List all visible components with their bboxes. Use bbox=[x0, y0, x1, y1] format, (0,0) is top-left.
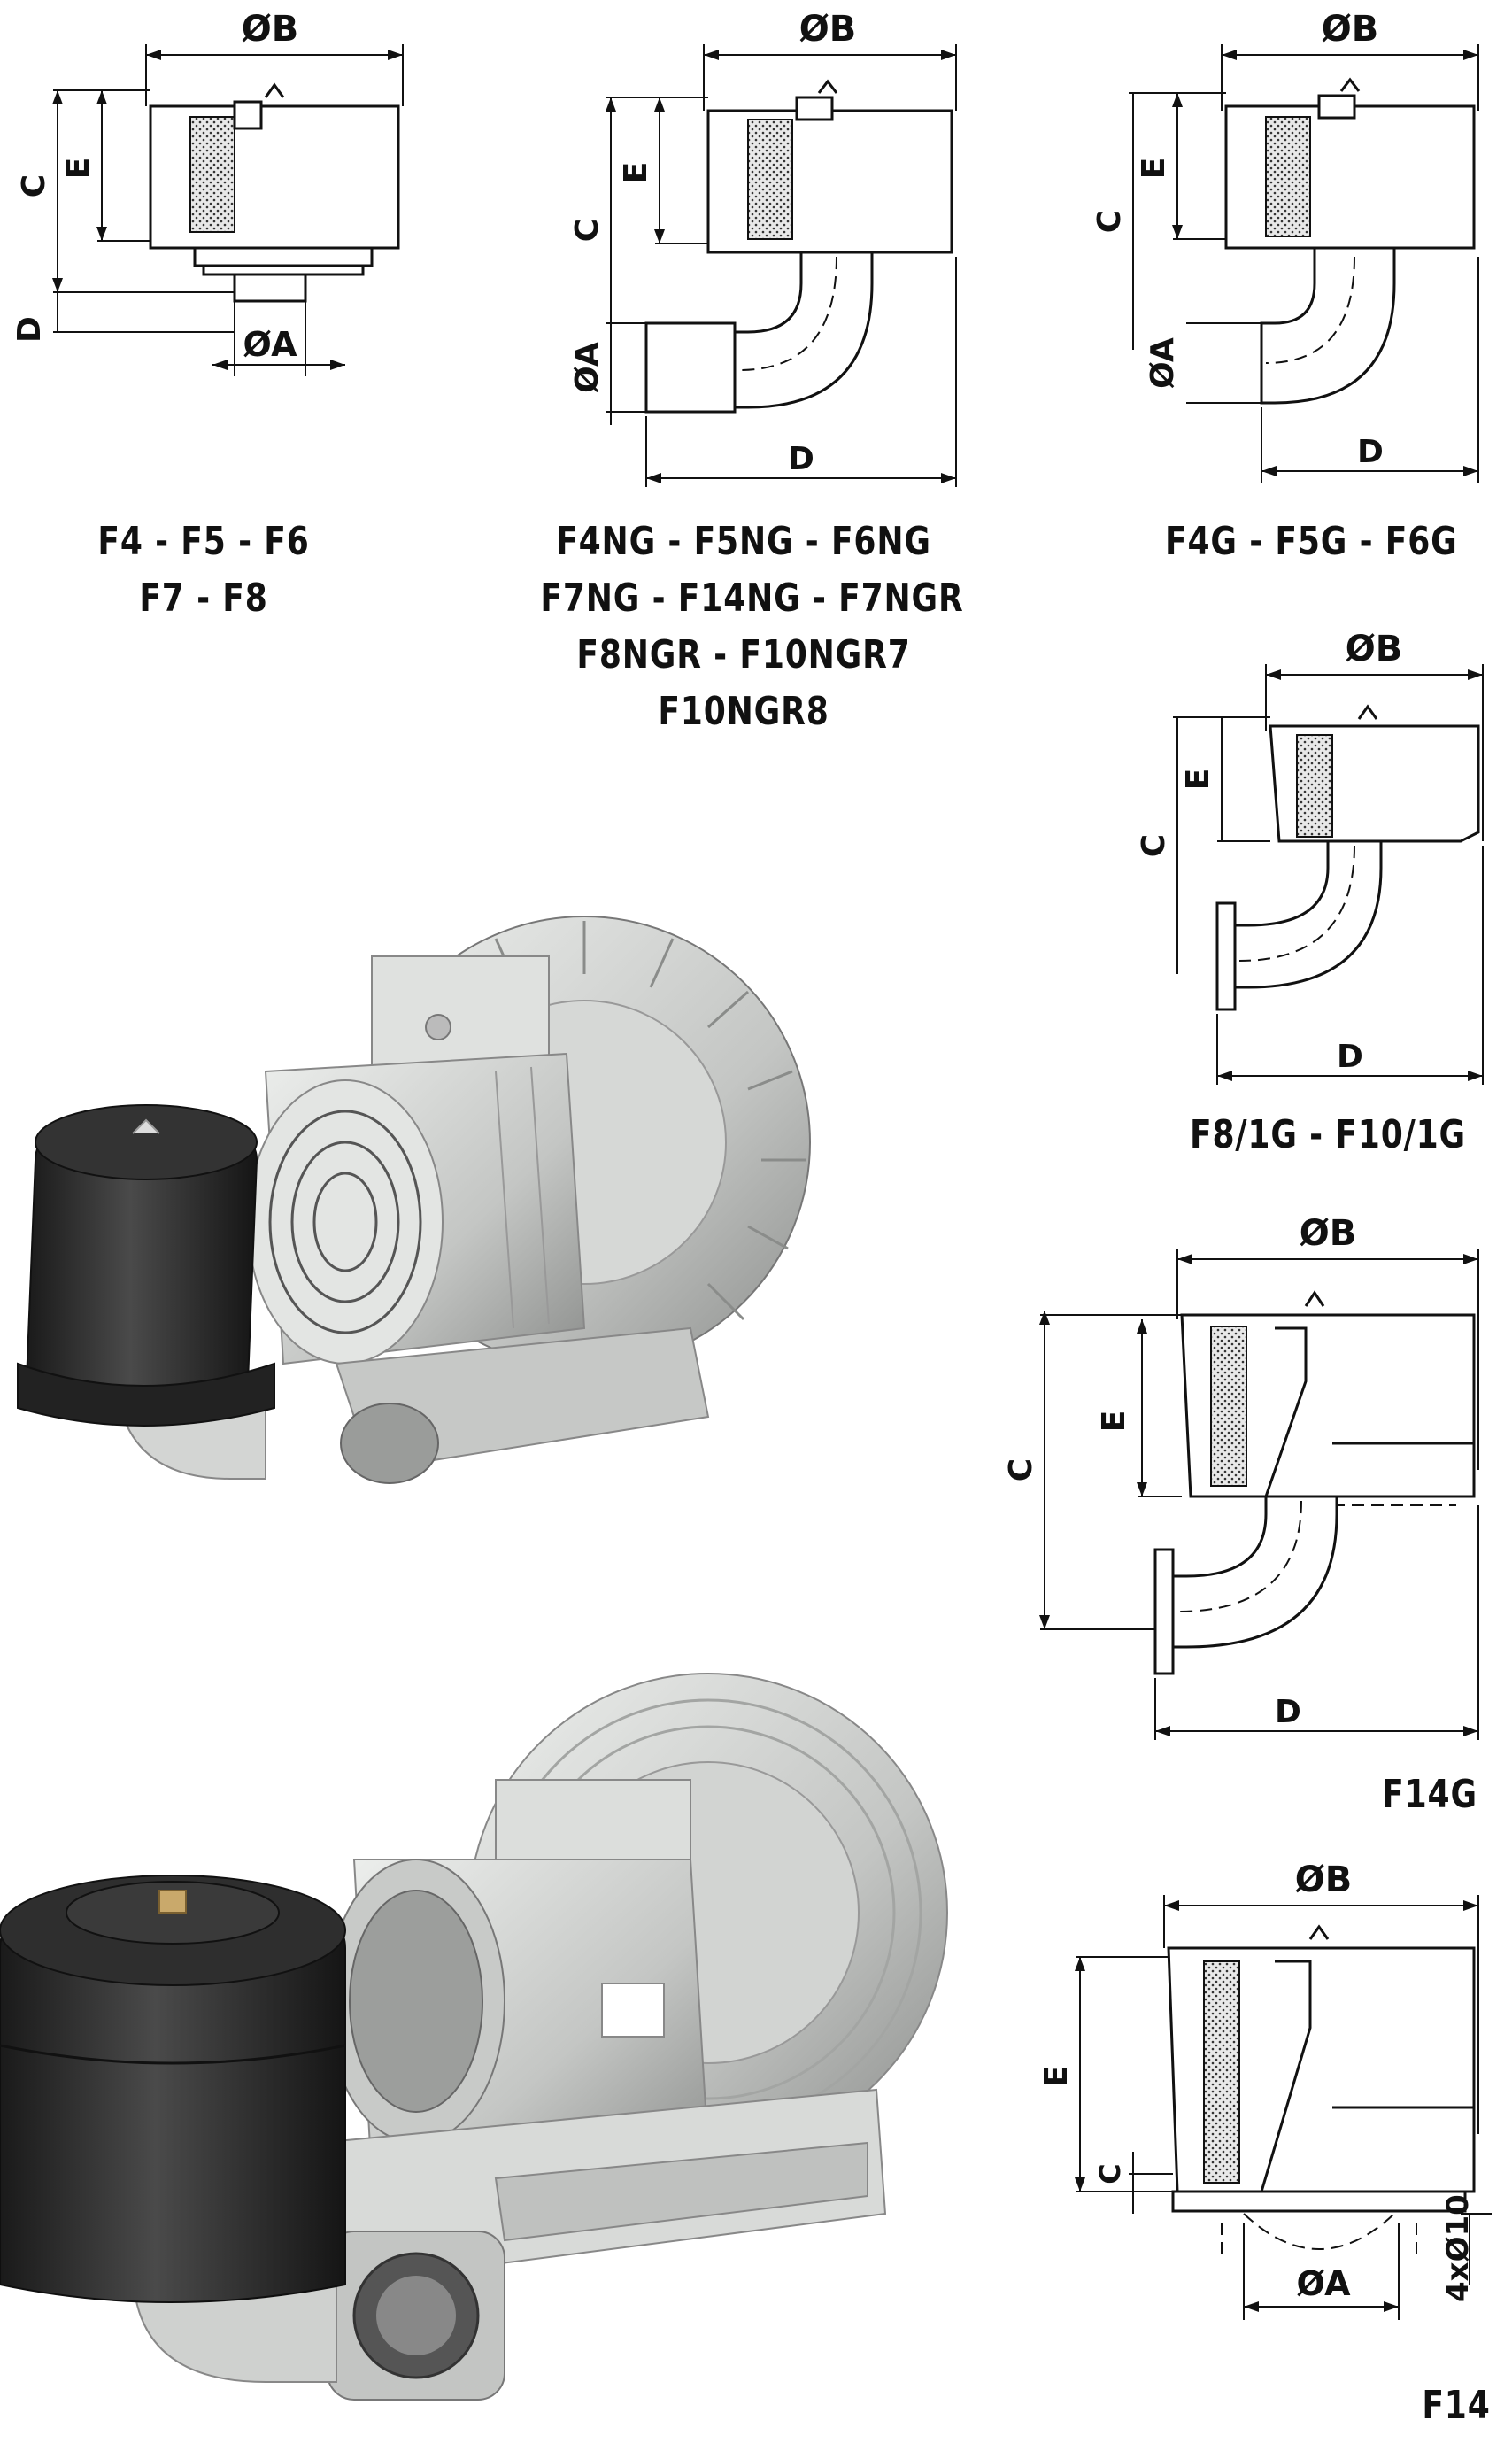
label-dia-b: ØB bbox=[1295, 1860, 1353, 1900]
label-d: D bbox=[788, 441, 814, 477]
drawing-f14: ØB E C ØA 4xØ10 bbox=[1027, 1842, 1505, 2373]
caption-line: F4NG - F5NG - F6NG bbox=[556, 519, 931, 564]
caption-f8-1g: F8/1G - F10/1G bbox=[1176, 1107, 1480, 1164]
label-c: C bbox=[1093, 2163, 1127, 2184]
label-c: C bbox=[1136, 834, 1172, 857]
caption-line: F7NG - F14NG - F7NGR bbox=[540, 576, 964, 621]
label-dia-a: ØA bbox=[1296, 2264, 1351, 2303]
label-dia-a: ØA bbox=[1145, 337, 1181, 389]
caption-f4: F4 - F5 - F6 F7 - F8 bbox=[81, 514, 328, 627]
label-dia-b: ØB bbox=[1300, 1213, 1357, 1254]
label-d: D bbox=[1275, 1694, 1301, 1730]
label-dia-b: ØB bbox=[1346, 629, 1403, 669]
caption-line: F8NGR - F10NGR7 bbox=[576, 632, 911, 677]
label-dia-b: ØB bbox=[1322, 9, 1379, 50]
label-d: D bbox=[1337, 1039, 1363, 1075]
label-holes: 4xØ10 bbox=[1440, 2194, 1476, 2302]
caption-line: F14 bbox=[1422, 2383, 1491, 2428]
label-dia-b: ØB bbox=[799, 9, 857, 50]
label-d: D bbox=[12, 316, 48, 343]
label-d: D bbox=[1357, 434, 1384, 470]
caption-f4g: F4G - F5G - F6G bbox=[1165, 514, 1458, 570]
label-e: E bbox=[1038, 2066, 1075, 2088]
caption-line: F10NGR8 bbox=[658, 689, 829, 734]
photo-blower-large bbox=[0, 1647, 948, 2453]
label-dia-a: ØA bbox=[569, 342, 606, 393]
label-c: C bbox=[16, 174, 52, 197]
caption-line: F8/1G - F10/1G bbox=[1190, 1112, 1466, 1157]
label-c: C bbox=[569, 219, 606, 242]
label-dia-b: ØB bbox=[242, 9, 299, 50]
caption-f4ng: F4NG - F5NG - F6NG F7NG - F14NG - F7NGR … bbox=[540, 514, 964, 740]
label-c: C bbox=[1092, 210, 1128, 233]
drawing-f4: ØB C E D ØA bbox=[0, 0, 416, 416]
label-e: E bbox=[1096, 1411, 1132, 1433]
caption-line: F14G bbox=[1382, 1772, 1477, 1817]
motor-fan-cover bbox=[247, 1079, 444, 1365]
drawing-f4ng: ØB E C ØA D bbox=[531, 0, 974, 505]
label-e: E bbox=[1136, 158, 1172, 180]
caption-f14g: F14G bbox=[1376, 1767, 1485, 1823]
drawing-f4g: ØB E C ØA D bbox=[1089, 0, 1505, 496]
label-c: C bbox=[1003, 1458, 1039, 1481]
label-e: E bbox=[1180, 769, 1216, 791]
label-e: E bbox=[60, 158, 96, 180]
caption-line: F4 - F5 - F6 bbox=[97, 519, 310, 564]
label-e: E bbox=[618, 162, 654, 184]
photo-blower-small bbox=[0, 868, 823, 1505]
drawing-f14g: ØB E C D bbox=[1000, 1204, 1505, 1753]
label-dia-a: ØA bbox=[243, 325, 297, 364]
caption-line: F7 - F8 bbox=[139, 576, 268, 621]
caption-f14: F14 bbox=[1413, 2378, 1500, 2434]
caption-line: F4G - F5G - F6G bbox=[1165, 519, 1458, 564]
drawing-f8-1g: ØB E C D bbox=[1133, 620, 1505, 1116]
